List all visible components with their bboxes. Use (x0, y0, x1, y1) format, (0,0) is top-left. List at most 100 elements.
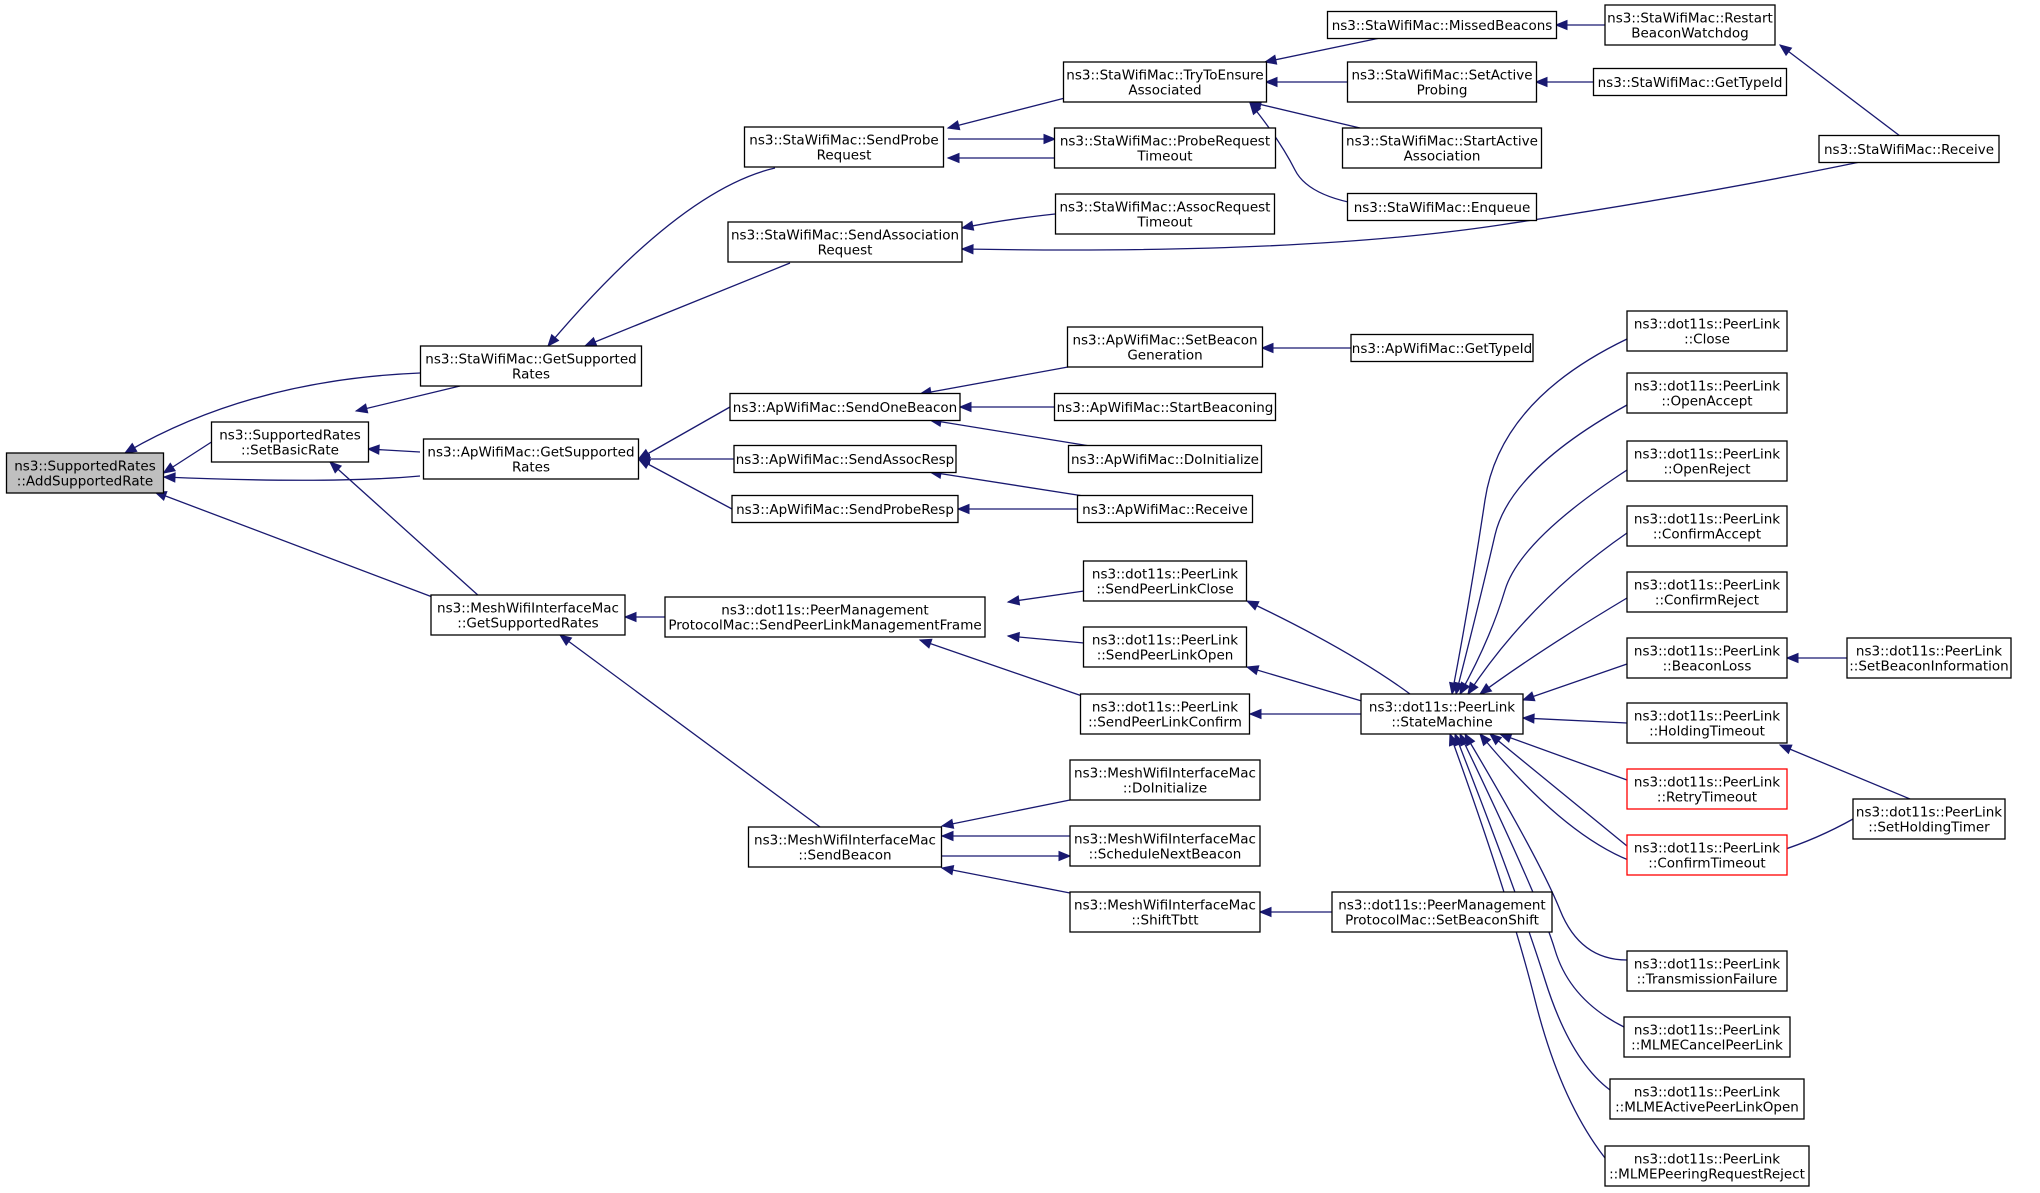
graph-node[interactable]: ns3::dot11s::PeerLink::MLMECancelPeerLin… (1623, 1016, 1791, 1058)
graph-node[interactable]: ns3::MeshWifiInterfaceMac::ScheduleNextB… (1069, 825, 1261, 867)
graph-node[interactable]: ns3::dot11s::PeerLink::OpenAccept (1626, 372, 1788, 414)
graph-node[interactable]: ns3::MeshWifiInterfaceMac::ShiftTbtt (1069, 891, 1261, 933)
graph-node[interactable]: ns3::dot11s::PeerLink::MLMEActivePeerLin… (1609, 1078, 1805, 1120)
graph-node[interactable]: ns3::dot11s::PeerLink::SendPeerLinkClose (1082, 560, 1248, 602)
edge-line (1449, 733, 1606, 1159)
graph-node[interactable]: ns3::dot11s::PeerLink::BeaconLoss (1626, 637, 1788, 679)
node-label-line: ns3::dot11s::PeerLink (1634, 1023, 1780, 1039)
arrowhead (623, 611, 637, 623)
graph-node[interactable]: ns3::MeshWifiInterfaceMac::DoInitialize (1069, 759, 1261, 801)
edge-line (1499, 733, 1628, 781)
graph-node[interactable]: ns3::StaWifiMac::Receive (1818, 134, 2000, 164)
graph-node[interactable]: ns3::ApWifiMac::SendOneBeacon (729, 392, 961, 422)
edge-n16-to-n14 (1778, 44, 1901, 137)
node-box (1053, 127, 1277, 169)
arrowhead (1778, 44, 1793, 57)
node-box (727, 221, 963, 263)
arrowhead (354, 403, 369, 414)
edge-n23-to-n19 (956, 503, 1078, 515)
node-box (1082, 560, 1248, 602)
node-label-line: ns3::dot11s::PeerLink (1634, 957, 1780, 973)
graph-node[interactable]: ns3::StaWifiMac::Enqueue (1346, 192, 1538, 222)
graph-node[interactable]: ns3::dot11s::PeerLink::StateMachine (1360, 693, 1524, 735)
arrowhead (366, 444, 380, 455)
graph-node[interactable]: ns3::dot11s::PeerLink::ConfirmAccept (1626, 505, 1788, 547)
graph-node[interactable]: ns3::MeshWifiInterfaceMac::SendBeacon (747, 826, 943, 868)
node-box (1626, 702, 1788, 744)
graph-node[interactable]: ns3::ApWifiMac::DoInitialize (1067, 444, 1263, 474)
node-label-line: ns3::ApWifiMac::GetSupported (427, 445, 634, 461)
edge-line (559, 634, 821, 828)
graph-node[interactable]: ns3::dot11s::PeerLink::OpenReject (1626, 440, 1788, 482)
graph-node[interactable]: ns3::dot11s::PeerManagementProtocolMac::… (664, 596, 986, 638)
graph-node[interactable]: ns3::dot11s::PeerLink::Close (1626, 310, 1788, 352)
node-box (1626, 768, 1788, 810)
node-label-line: ns3::dot11s::PeerLink (1634, 841, 1780, 857)
edge-n21-to-n17 (958, 401, 1055, 413)
node-label-line: ns3::MeshWifiInterfaceMac (754, 833, 936, 849)
graph-node[interactable]: ns3::dot11s::PeerLink::ConfirmReject (1626, 571, 1788, 613)
arrowhead (558, 634, 573, 647)
graph-node[interactable]: ns3::StaWifiMac::GetSupportedRates (419, 345, 643, 387)
edge-line (638, 406, 731, 460)
arrowhead (1479, 732, 1492, 747)
graph-node[interactable]: ns3::ApWifiMac::SendAssocResp (733, 444, 957, 474)
edge-line (1522, 717, 1628, 724)
graph-node[interactable]: ns3::ApWifiMac::GetSupportedRates (422, 438, 640, 480)
node-label-line: ::RetryTimeout (1657, 790, 1757, 806)
edge-n33-to-n26 (940, 865, 1071, 894)
edge-line (961, 161, 1861, 251)
graph-node[interactable]: ns3::SupportedRates::SetBasicRate (210, 421, 370, 463)
edge-n30-to-n29 (1248, 708, 1361, 720)
graph-node[interactable]: ns3::dot11s::PeerLink::ConfirmTimeout (1626, 834, 1788, 876)
graph-node[interactable]: ns3::dot11s::PeerLink::RetryTimeout (1626, 768, 1788, 810)
node-label-line: ::SetBasicRate (241, 443, 339, 459)
graph-node[interactable]: ns3::MeshWifiInterfaceMac::GetSupportedR… (430, 594, 626, 636)
graph-node[interactable]: ns3::dot11s::PeerLink::SendPeerLinkConfi… (1079, 693, 1251, 735)
arrowhead (1043, 133, 1057, 145)
nodes-layer: ns3::SupportedRates::AddSupportedRatens3… (5, 4, 2012, 1187)
root-node[interactable]: ns3::SupportedRates::AddSupportedRate (5, 452, 165, 494)
node-box (1604, 1145, 1810, 1187)
node-label-line: Association (1404, 149, 1481, 165)
graph-node[interactable]: ns3::ApWifiMac::StartBeaconing (1053, 392, 1277, 422)
graph-node[interactable]: ns3::ApWifiMac::SendProbeResp (731, 494, 959, 524)
edge-n39-to-n30 (1478, 597, 1628, 695)
arrowhead (960, 220, 975, 231)
graph-node[interactable]: ns3::dot11s::PeerLink::SetBeaconInformat… (1846, 637, 2012, 679)
node-label-line: ns3::dot11s::PeerLink (1092, 567, 1238, 583)
graph-node[interactable]: ns3::dot11s::PeerLink::MLMEPeeringReques… (1604, 1145, 1810, 1187)
edge-n25-to-n4 (623, 611, 665, 623)
node-box (1326, 10, 1558, 40)
node-box (747, 826, 943, 868)
graph-node[interactable]: ns3::dot11s::PeerLink::HoldingTimeout (1626, 702, 1788, 744)
graph-node[interactable]: ns3::dot11s::PeerLink::SetHoldingTimer (1852, 798, 2006, 840)
edge-line (1522, 663, 1628, 701)
edge-n6-to-n2 (583, 262, 791, 347)
graph-node[interactable]: ns3::dot11s::PeerManagementProtocolMac::… (1331, 891, 1553, 933)
graph-node[interactable]: ns3::ApWifiMac::GetTypeId (1350, 333, 1534, 363)
edge-n32-to-n26 (940, 830, 1070, 842)
graph-node[interactable]: ns3::ApWifiMac::Receive (1076, 494, 1254, 524)
graph-node[interactable]: ns3::StaWifiMac::GetTypeId (1592, 67, 1788, 97)
node-label-line: ::Close (1684, 332, 1730, 348)
edge-line (1007, 590, 1085, 603)
node-label-line: ::SendBeacon (798, 848, 891, 864)
graph-node[interactable]: ns3::dot11s::PeerLink::SendPeerLinkOpen (1082, 626, 1248, 668)
node-label-line: ::OpenReject (1663, 462, 1750, 478)
graph-node[interactable]: ns3::StaWifiMac::MissedBeacons (1326, 10, 1558, 40)
node-label-line: ::SendPeerLinkConfirm (1088, 715, 1242, 731)
graph-node[interactable]: ns3::dot11s::PeerLink::TransmissionFailu… (1626, 950, 1788, 992)
edge-n13-to-n7 (1249, 101, 1381, 208)
node-box (210, 421, 370, 463)
